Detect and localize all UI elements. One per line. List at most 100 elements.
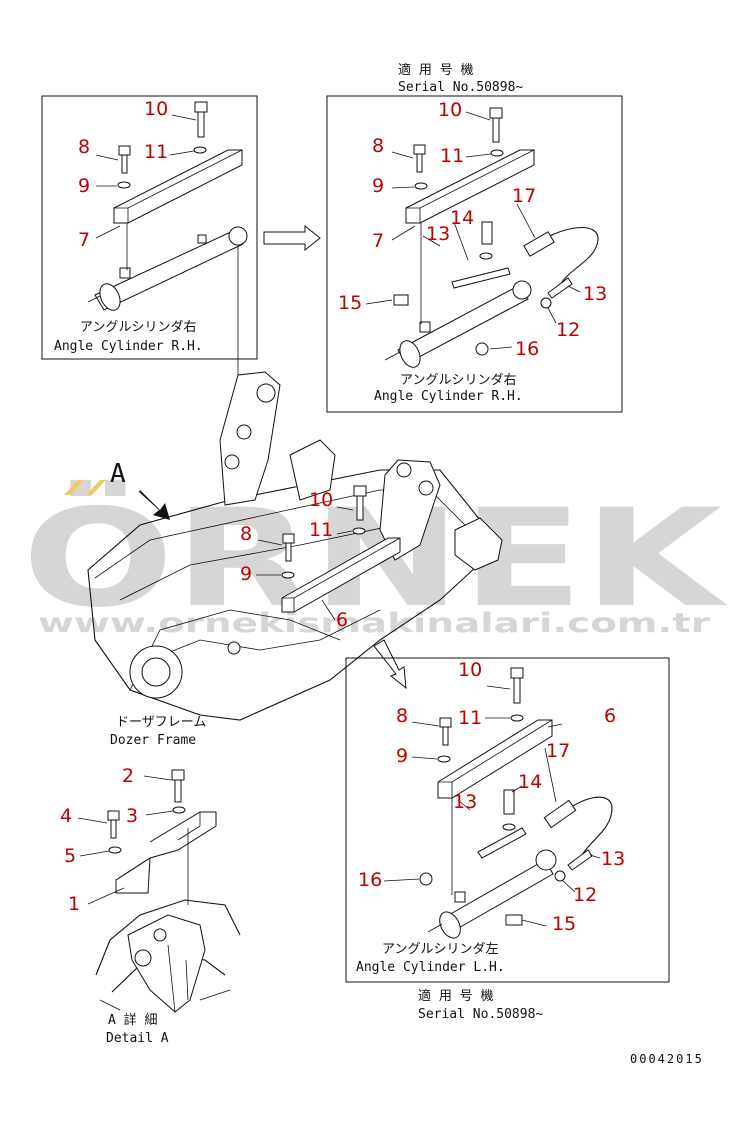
callout-tl-10: 10 — [144, 98, 168, 120]
callout-tr-16: 16 — [515, 338, 539, 360]
detail-a: 2 4 3 5 1 A 詳 細 Detail A — [60, 765, 241, 1046]
detail-top-right: 適 用 号 機 Serial No.50898~ — [326, 62, 623, 413]
dozer-frame-jp: ドーザフレーム — [116, 715, 206, 730]
bolt-14-icon — [481, 221, 493, 245]
callout-br-13a: 13 — [453, 791, 477, 813]
washer-9-tr-icon — [414, 182, 428, 190]
bolt-10-main-icon — [353, 485, 367, 521]
callout-detail-1: 1 — [68, 893, 80, 915]
callout-tr-17: 17 — [512, 185, 536, 207]
fitting-13-br-icon — [567, 849, 593, 871]
callout-main-11: 11 — [309, 519, 333, 541]
callout-tr-14: 14 — [450, 207, 474, 229]
callout-br-8: 8 — [396, 705, 408, 727]
callout-tr-10: 10 — [438, 99, 462, 121]
elbow-15-br-icon — [505, 914, 523, 926]
washer-5-icon — [108, 846, 122, 854]
angle-cylinder-rh-icon — [87, 226, 248, 311]
nut-12-icon — [540, 297, 552, 309]
hose-17 — [529, 227, 599, 286]
washer-11-main-icon — [352, 527, 366, 535]
callout-detail-4: 4 — [60, 805, 72, 827]
washer-3-icon — [172, 806, 186, 814]
frame-arm-left — [289, 439, 336, 501]
dozer-frame: Dozer Frame — [110, 733, 196, 748]
callout-main-9: 9 — [240, 563, 252, 585]
watermark: ÖRNEK www.ornekismakinalari.com.tr — [22, 479, 728, 639]
beam-6-br — [437, 719, 553, 799]
angle-cylinder-rh-jp: アングルシリンダ右 — [80, 320, 196, 335]
callout-tr-13a: 13 — [426, 223, 450, 245]
callout-tr-15: 15 — [338, 292, 362, 314]
callout-br-11: 11 — [458, 707, 482, 729]
callout-detail-2: 2 — [122, 765, 134, 787]
elbow-15-icon — [393, 294, 409, 306]
beam-7-tr — [405, 149, 535, 224]
callout-tr-12: 12 — [556, 319, 580, 341]
detail-box-top-right — [326, 95, 623, 413]
callout-br-15: 15 — [552, 913, 576, 935]
angle-cylinder-lh: Angle Cylinder L.H. — [356, 960, 505, 975]
bolt-8-br-icon — [439, 717, 452, 746]
washer-9-main-icon — [281, 571, 295, 579]
washer-11-tr-icon — [490, 149, 504, 157]
drawing-number: 00042015 — [630, 1052, 704, 1066]
fitting-17-icon — [523, 231, 555, 257]
serial-bottom-jp: 適 用 号 機 — [418, 988, 493, 1004]
frame-tower-left — [219, 371, 281, 506]
bracket-1 — [115, 811, 217, 894]
angle-cylinder-rh: Angle Cylinder R.H. — [54, 339, 203, 354]
callout-tr-7: 7 — [372, 230, 384, 252]
hose-17-br — [554, 796, 613, 859]
callout-main-8: 8 — [240, 523, 252, 545]
angle-cylinder-rh2: Angle Cylinder R.H. — [374, 389, 523, 404]
bolt-8-tr-icon — [413, 144, 426, 173]
callout-br-9: 9 — [396, 745, 408, 767]
callout-br-6: 6 — [604, 705, 616, 727]
bolt-4-icon — [107, 810, 120, 839]
bolt-8-main-icon — [282, 533, 295, 562]
washer-9-br-icon — [437, 755, 451, 763]
bolt-14-br-icon — [503, 789, 515, 815]
callout-detail-5: 5 — [64, 845, 76, 867]
watermark-accent-icon — [64, 480, 106, 495]
bolt-10-tr-icon — [489, 107, 503, 143]
bolt-10-icon — [194, 101, 208, 138]
callout-tr-13b: 13 — [583, 283, 607, 305]
bolt-10-br-icon — [510, 667, 524, 704]
detail-bottom-right: 10 8 11 6 9 17 13 14 16 13 12 15 アングルシリン… — [345, 657, 670, 1022]
callout-main-6: 6 — [336, 609, 348, 631]
fitting-13-icon — [547, 277, 573, 299]
callout-detail-3: 3 — [126, 805, 138, 827]
callout-br-12: 12 — [573, 884, 597, 906]
washer-11-icon — [193, 146, 207, 154]
callout-tl-9: 9 — [78, 175, 90, 197]
serial-bottom: Serial No.50898~ — [418, 1007, 543, 1022]
pipe-14-br — [477, 827, 527, 859]
arrow-down-icon — [373, 639, 407, 690]
callout-tr-9: 9 — [372, 175, 384, 197]
bolt-2-icon — [171, 769, 185, 803]
callout-tl-11: 11 — [144, 141, 168, 163]
angle-cylinder-lh-icon — [427, 849, 557, 939]
callout-br-17: 17 — [546, 740, 570, 762]
detail-top-left: 10 8 11 9 7 アングルシリンダ右 Angle Cylinder R.H… — [41, 95, 258, 360]
beam-6 — [281, 537, 401, 613]
callout-tr-11: 11 — [440, 145, 464, 167]
angle-cylinder-rh-tr-icon — [384, 280, 532, 368]
view-letter: A — [110, 459, 126, 489]
callout-br-13b: 13 — [601, 848, 625, 870]
angle-cylinder-rh2-jp: アングルシリンダ右 — [400, 373, 516, 388]
callout-main-10: 10 — [309, 489, 333, 511]
detail-a-jp: A 詳 細 — [108, 1012, 157, 1028]
frame-arm-right — [454, 517, 503, 571]
beam-7 — [113, 149, 243, 224]
detail-a-label: Detail A — [106, 1031, 169, 1046]
detail-box-top-left — [41, 95, 258, 360]
view-arrow-icon — [139, 490, 170, 520]
arrow-right-icon — [263, 224, 321, 252]
angle-cylinder-lh-jp: アングルシリンダ左 — [382, 942, 498, 957]
callout-br-16: 16 — [358, 869, 382, 891]
serial-top: Serial No.50898~ — [398, 80, 523, 95]
